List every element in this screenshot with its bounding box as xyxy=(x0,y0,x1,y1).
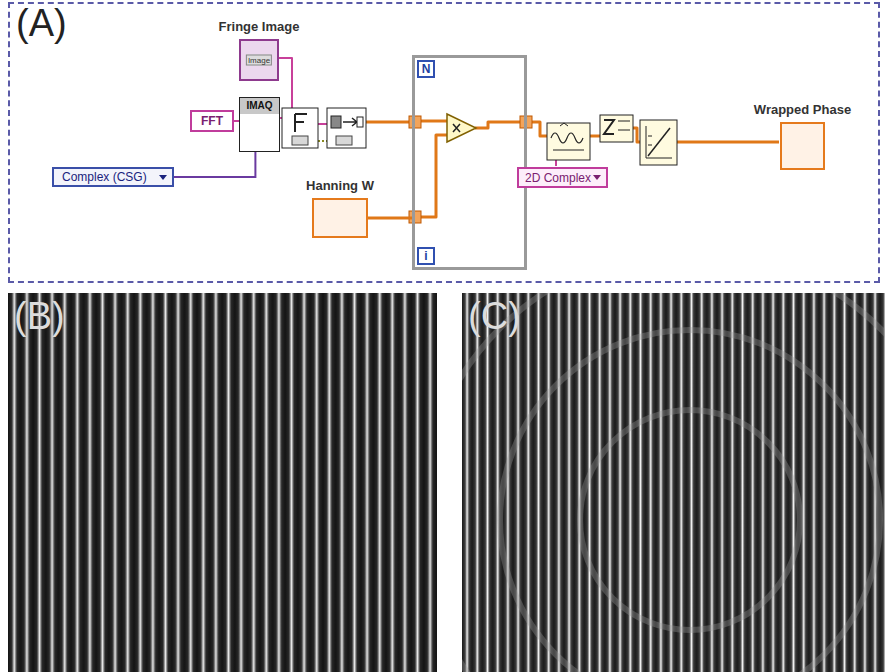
complex-wire xyxy=(421,135,447,217)
panel-b: (B) xyxy=(8,293,437,672)
ring-constant: 2D Complex xyxy=(517,167,608,188)
fft-vi-icon xyxy=(282,108,318,148)
dropdown-arrow xyxy=(593,175,601,180)
complex-to-polar-icon xyxy=(600,115,633,142)
wire xyxy=(368,217,412,220)
complex-wire xyxy=(366,121,411,124)
panel-label: (C) xyxy=(468,295,521,338)
for-loop: Ni xyxy=(412,55,527,270)
indicator-label: Wrapped Phase xyxy=(752,102,853,117)
complex-wire xyxy=(633,128,640,142)
ring-wire xyxy=(555,160,557,166)
panel-a: (A)Fringe ImageImageFFTIMAQComplex (CSG)… xyxy=(8,2,880,283)
complex-wire xyxy=(677,141,779,144)
panel-label: (A) xyxy=(16,2,67,45)
ring-text: 2D Complex xyxy=(525,171,591,185)
image-indicator: Fringe ImageImage xyxy=(239,39,279,81)
complex-wire xyxy=(531,122,547,136)
image-to-array-icon xyxy=(327,108,366,148)
constant-text: FFT xyxy=(201,114,223,128)
fringe-image-b xyxy=(8,293,437,672)
image-wire xyxy=(318,123,327,125)
complex-wire xyxy=(475,122,521,128)
complex-wire xyxy=(421,120,447,123)
panel-c: (C) xyxy=(462,293,885,672)
phase-map-icon xyxy=(640,120,677,165)
vi-title: IMAQ xyxy=(240,98,279,114)
enum-text: Complex (CSG) xyxy=(62,170,147,184)
complex-wire xyxy=(590,135,600,138)
array-indicator: Wrapped Phase xyxy=(780,122,825,170)
panel-label: (B) xyxy=(14,295,65,338)
indicator-caption: Image xyxy=(246,55,272,66)
vi-block: IMAQ xyxy=(239,97,280,152)
enum-constant: Complex (CSG) xyxy=(52,167,174,187)
deformation-rings xyxy=(462,293,885,672)
indicator-label: Fringe Image xyxy=(217,19,302,34)
loop-index-terminal: i xyxy=(417,247,435,265)
wire xyxy=(174,152,255,177)
inverse-fft-icon xyxy=(547,123,590,160)
array-constant: Hanning W xyxy=(312,198,368,238)
dropdown-arrow xyxy=(159,175,167,180)
loop-count-terminal: N xyxy=(417,60,435,78)
error-wire xyxy=(318,140,327,142)
loop-tunnels xyxy=(409,116,532,223)
constant-box: FFT xyxy=(190,110,234,132)
array-label: Hanning W xyxy=(304,178,376,193)
multiply-icon xyxy=(447,114,476,142)
